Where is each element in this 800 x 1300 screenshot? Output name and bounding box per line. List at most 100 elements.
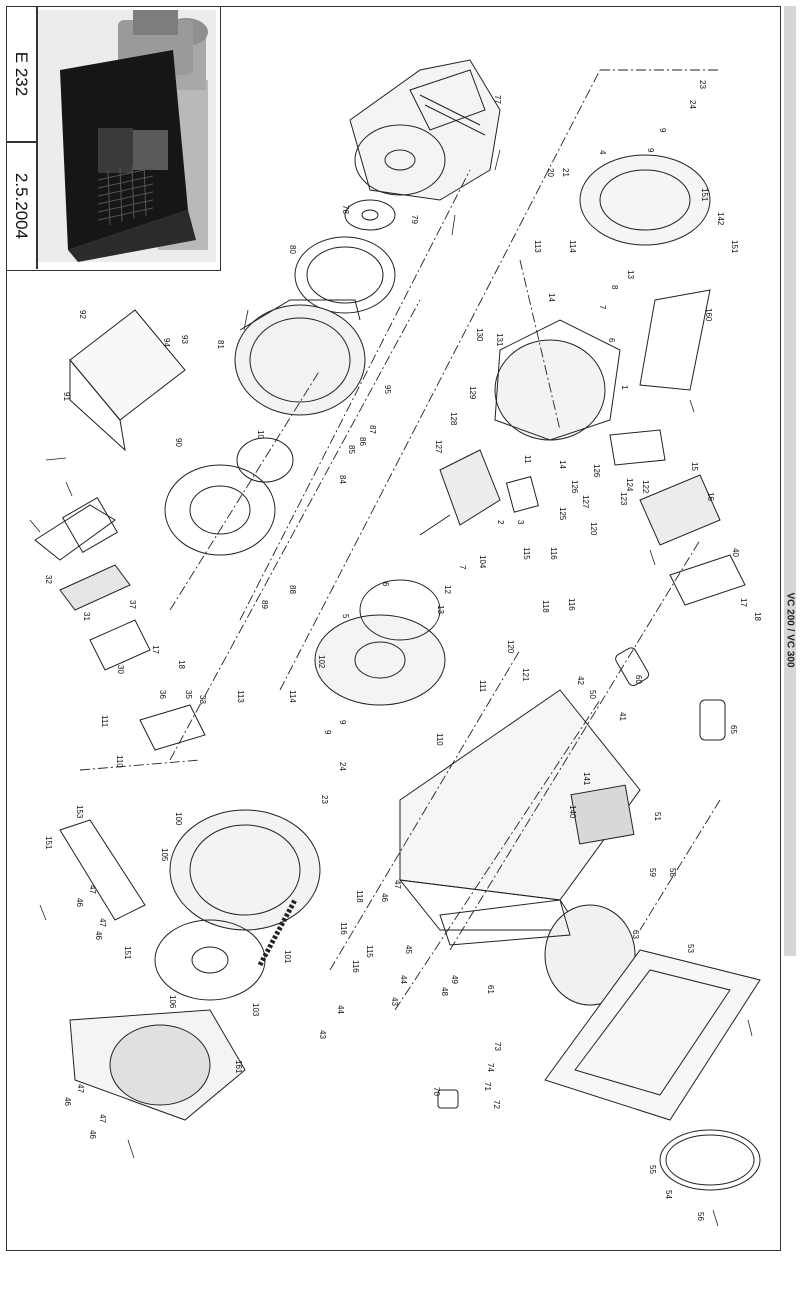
part-number-label: 11 [523, 455, 532, 464]
part-number-label: 120 [506, 640, 515, 654]
part-number-label: 121 [521, 668, 530, 682]
part-number-label: 47 [76, 1084, 85, 1093]
part-number-label: 47 [98, 918, 107, 927]
terminal-plate-part [89, 619, 151, 671]
part-number-label: 36 [158, 690, 167, 699]
part-number-label: 1 [620, 385, 629, 390]
part-number-label: 45 [404, 945, 413, 954]
part-number-label: 87 [368, 425, 377, 434]
part-number-label: 46 [75, 898, 84, 907]
part-number-label: 118 [355, 890, 364, 903]
pump-housing-part [494, 319, 621, 441]
part-number-label: 49 [450, 975, 459, 984]
part-number-label: 43 [318, 1030, 327, 1039]
part-number-label: 127 [581, 495, 590, 509]
part-number-label: 60 [634, 675, 643, 684]
part-number-label: 116 [339, 922, 348, 935]
part-number-label: 10 [256, 430, 265, 439]
part-number-label: 140 [568, 805, 577, 819]
part-number-label: 55 [648, 1165, 657, 1174]
part-number-label: 8 [610, 285, 619, 290]
part-number-label: 46 [63, 1097, 72, 1106]
vane-part [505, 476, 539, 513]
part-number-label: 44 [336, 1005, 345, 1014]
flange-ring-part [359, 579, 441, 641]
part-number-label: 23 [320, 795, 329, 804]
part-number-label: 15 [690, 462, 699, 471]
cartridge-part [615, 647, 650, 686]
part-number-label: 61 [486, 985, 495, 994]
part-number-label: 142 [716, 212, 725, 226]
part-number-label: 89 [260, 600, 269, 609]
part-number-label: 105 [160, 848, 169, 862]
vacuum-pump-photo-illustration [38, 10, 216, 262]
part-number-label: 104 [478, 555, 487, 569]
part-number-label: 129 [468, 386, 477, 400]
spring-part [257, 898, 298, 967]
part-number-label: 6 [607, 338, 616, 343]
part-number-label: 131 [495, 333, 504, 347]
seal-ring-part [659, 1129, 761, 1191]
part-number-label: 71 [483, 1082, 492, 1091]
part-number-label: 44 [399, 975, 408, 984]
part-number-label: 151 [730, 240, 739, 254]
part-number-label: 58 [668, 868, 677, 877]
part-number-label: 59 [648, 868, 657, 877]
part-number-label: 114 [568, 240, 577, 253]
part-number-label: 124 [625, 478, 634, 492]
part-number-label: 37 [128, 600, 137, 609]
part-number-label: 79 [410, 215, 419, 224]
part-number-label: 160 [704, 308, 713, 322]
part-number-label: 54 [664, 1190, 673, 1199]
part-number-label: 113 [533, 240, 542, 253]
part-number-label: 21 [561, 168, 570, 177]
part-number-label: 116 [567, 598, 576, 611]
connector-frame-part [609, 429, 666, 466]
part-number-label: 14 [547, 293, 556, 302]
part-number-label: 115 [522, 547, 531, 560]
drain-plug-part [437, 1089, 459, 1109]
part-number-label: 151 [700, 188, 709, 202]
part-number-label: 24 [688, 100, 697, 109]
sight-plate-part [439, 899, 571, 946]
part-number-label: 6 [381, 582, 390, 587]
cover-plate-part [69, 309, 186, 452]
part-number-label: 126 [570, 480, 579, 494]
title-block: E 232 2.5.2004 [6, 6, 221, 271]
part-number-label: 51 [653, 812, 662, 821]
screws-and-fittings [29, 149, 753, 1227]
electric-motor-part [349, 59, 501, 201]
base-frame-part [544, 949, 761, 1121]
component-outlines [34, 59, 761, 1191]
guard-part [639, 289, 711, 391]
part-number-label: 123 [619, 492, 628, 506]
part-number-label: 12 [443, 585, 452, 594]
part-number-label: 5 [341, 614, 350, 619]
part-number-label: 2 [496, 520, 505, 525]
part-number-label: 102 [317, 655, 326, 669]
part-number-label: 43 [390, 997, 399, 1006]
part-number-label: 88 [288, 585, 297, 594]
part-number-label: 77 [493, 95, 502, 104]
part-number-label: 85 [347, 445, 356, 454]
part-number-label: 9 [658, 128, 667, 133]
part-number-label: 40 [731, 548, 740, 557]
part-number-label: 161 [234, 1060, 243, 1074]
terminal-box-part [639, 474, 721, 546]
part-number-label: 80 [288, 245, 297, 254]
fan-grille-part [69, 1009, 246, 1121]
part-number-label: 13 [436, 605, 445, 614]
gasket-part [139, 704, 206, 751]
part-number-label: 20 [546, 168, 555, 177]
drawing-sheet-frame [6, 6, 781, 1251]
part-number-label: 111 [478, 680, 487, 693]
part-number-label: 72 [492, 1100, 501, 1109]
part-number-label: 91 [62, 392, 71, 401]
part-number-label: 23 [698, 80, 707, 89]
part-number-label: 7 [598, 305, 607, 310]
part-number-label: 47 [393, 880, 402, 889]
part-number-label: 111 [100, 715, 109, 728]
part-number-label: 116 [549, 547, 558, 560]
